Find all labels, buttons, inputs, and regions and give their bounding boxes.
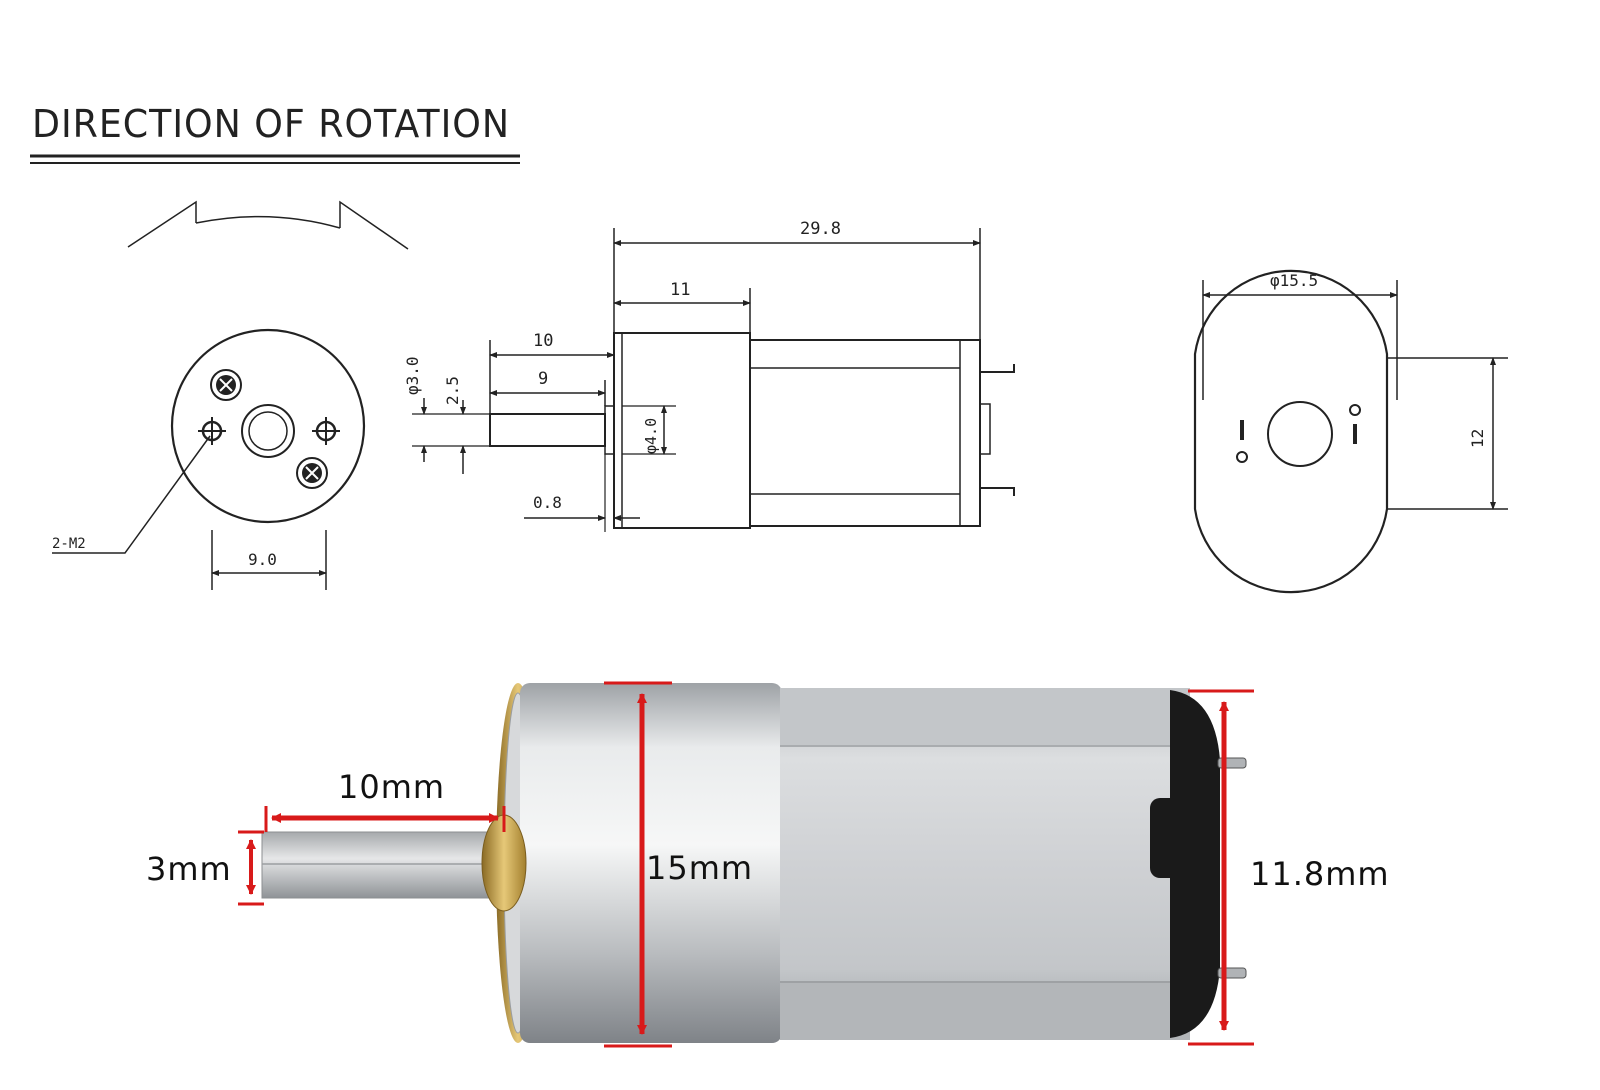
- body-diameter-label: φ15.5: [1270, 271, 1318, 290]
- screw-callout-label: 2-M2: [52, 536, 86, 552]
- side-terminal-top: [980, 364, 1015, 373]
- m2-hole-left-icon: [198, 417, 226, 445]
- photo-body-diameter-label: 15mm: [646, 849, 753, 887]
- photo-gearbox: [520, 683, 782, 1043]
- front-view: 2-M2 9.0: [52, 328, 366, 590]
- boss-thickness-label: 0.8: [533, 493, 562, 512]
- shaft-flat-label: 2.5: [443, 376, 462, 405]
- rear-view: φ15.5 12: [1193, 269, 1508, 594]
- rotation-heading: DIRECTION OF ROTATION: [32, 102, 510, 146]
- m2-hole-right-icon: [312, 417, 340, 445]
- shaft-diameter-label: φ3.0: [403, 356, 422, 395]
- rotation-heading-group: DIRECTION OF ROTATION: [30, 102, 520, 164]
- rear-view-outline: [1193, 269, 1389, 594]
- side-shaft: [489, 413, 606, 447]
- screw-top-left-icon: [210, 369, 242, 401]
- terminal-plus-icon: [1349, 404, 1361, 444]
- side-gearbox: [613, 332, 751, 529]
- photo-shaft: [261, 831, 503, 899]
- photo-motor-height-label: 11.8mm: [1250, 855, 1390, 893]
- flat-length-label: 9: [538, 369, 548, 389]
- total-length-label: 29.8: [800, 219, 841, 239]
- screw-spacing-label: 9.0: [248, 550, 277, 569]
- terminal-minus-icon: [1236, 420, 1248, 463]
- photo-motor-flat-bottom: [780, 982, 1190, 1040]
- flat-height-label: 12: [1468, 429, 1487, 448]
- screw-bottom-right-icon: [296, 457, 328, 489]
- screw-callout-leader: [52, 435, 211, 554]
- side-terminal-block: [979, 403, 991, 455]
- side-view: 29.8 11 10 9 φ3.0 2.5 φ4.0 0.8: [403, 219, 1015, 532]
- side-terminal-bottom: [980, 487, 1015, 496]
- photo-cap-notch: [1150, 798, 1190, 878]
- motor-photo: 10mm 3mm 15mm 11.8mm: [146, 681, 1390, 1048]
- shaft-length-label: 10: [533, 331, 553, 351]
- photo-shaft-width-label: 3mm: [146, 850, 232, 888]
- rear-hub: [1267, 401, 1333, 467]
- gearbox-length-label: 11: [670, 280, 690, 300]
- front-view-outline: [170, 328, 366, 524]
- side-boss: [604, 405, 615, 455]
- photo-shaft-length-label: 10mm: [338, 768, 445, 806]
- front-boss-inner: [248, 411, 288, 451]
- boss-diameter-label: φ4.0: [642, 418, 660, 454]
- photo-end-cap: [1170, 690, 1220, 1038]
- front-boss-outer: [241, 404, 295, 458]
- photo-motor-flat-top: [780, 688, 1190, 746]
- rotation-arrow: [127, 200, 409, 250]
